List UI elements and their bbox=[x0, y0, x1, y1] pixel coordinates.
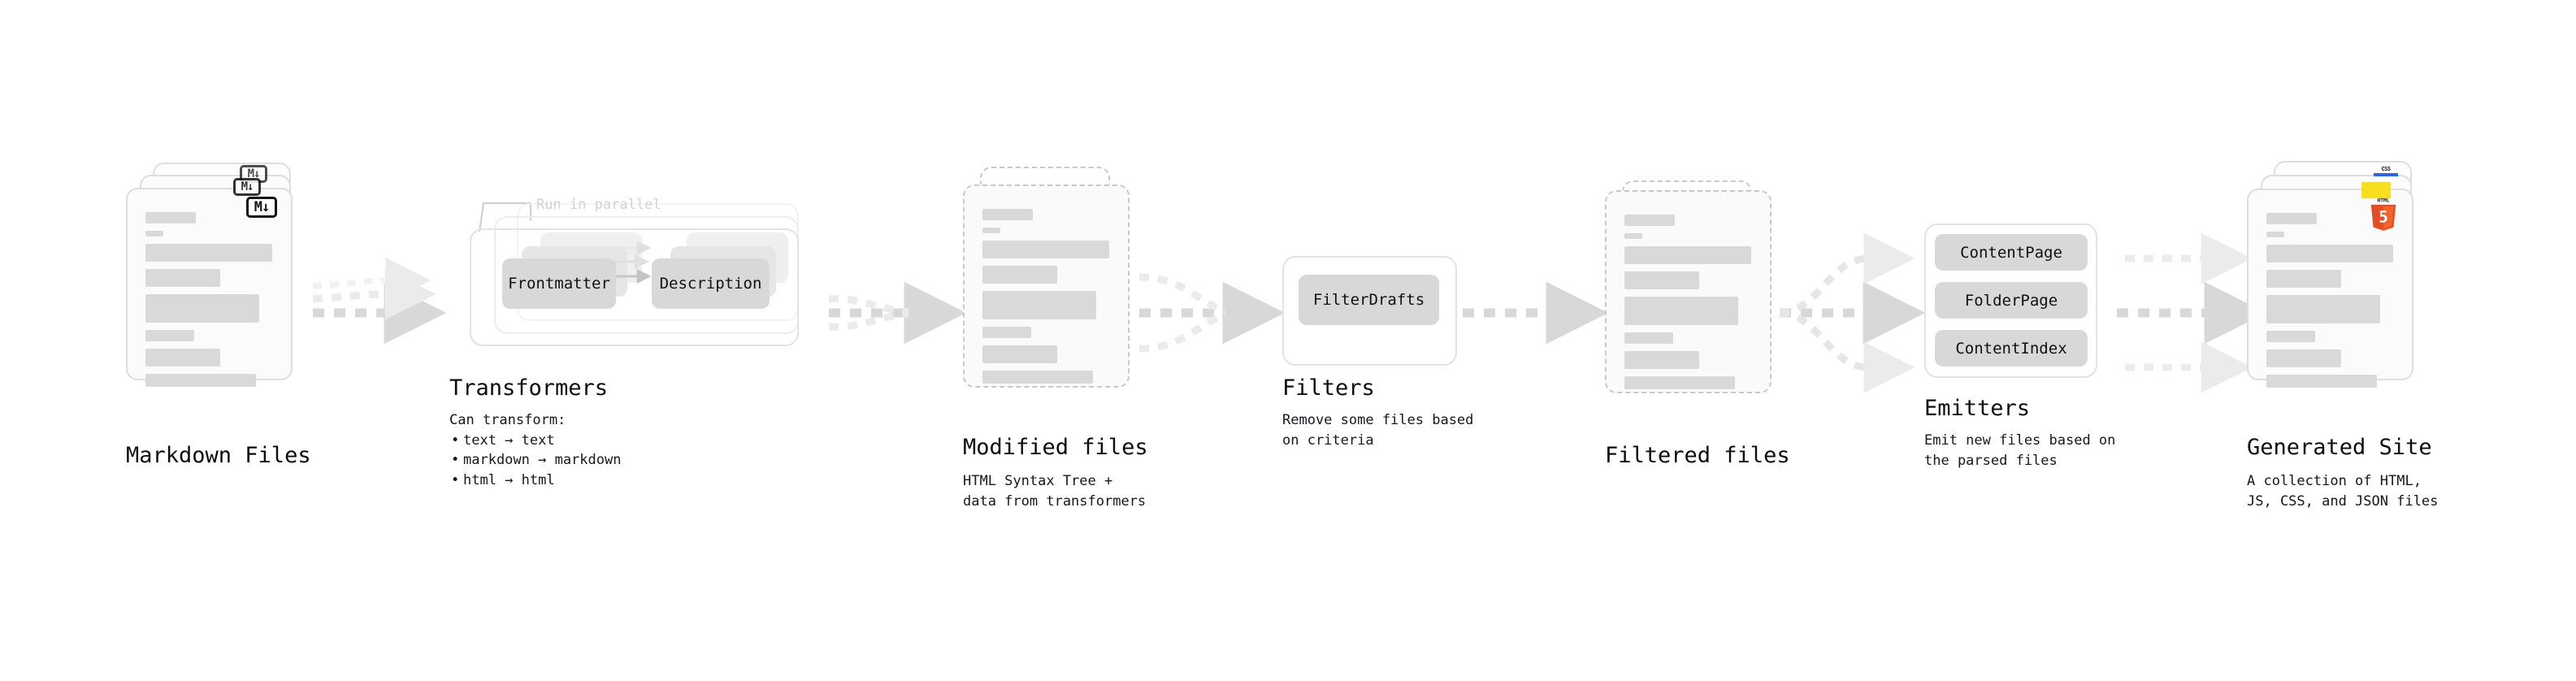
html5-icon: HTML 5 bbox=[2369, 197, 2398, 231]
connector-emitters-to-site bbox=[2117, 232, 2267, 393]
file-card-bars bbox=[982, 209, 1110, 391]
transformers-capability-item: html → html bbox=[451, 471, 718, 491]
emitter-pill-label-contentindex: ContentIndex bbox=[1955, 339, 2067, 358]
connector-transformers-to-modified bbox=[828, 281, 967, 345]
transformers-capability-item: text → text bbox=[451, 431, 718, 451]
filter-pill-filterdrafts[interactable]: FilterDrafts bbox=[1299, 275, 1439, 325]
file-card-filtered bbox=[1605, 190, 1772, 393]
emitters-group bbox=[1924, 223, 2097, 378]
stage-title-generated-site: Generated Site bbox=[2247, 435, 2432, 460]
transformer-inner-arrows bbox=[609, 241, 652, 284]
transformer-group bbox=[470, 228, 799, 346]
file-card-bars bbox=[1624, 215, 1752, 397]
html5-icon-number: 5 bbox=[2379, 207, 2388, 226]
file-card-bars bbox=[2266, 213, 2394, 395]
markdown-icon-label: M↓ bbox=[254, 198, 271, 215]
css-icon-label: CSS bbox=[2381, 166, 2391, 172]
file-card-bars bbox=[145, 212, 273, 394]
modified-files-stack bbox=[963, 167, 1158, 427]
transformers-capability-list: text → text markdown → markdown html → h… bbox=[449, 431, 718, 491]
transformer-pill-label-description: Description bbox=[659, 275, 762, 293]
transformer-pill-frontmatter[interactable]: Frontmatter bbox=[502, 258, 616, 309]
stage-desc-modified-files: HTML Syntax Tree + data from transformer… bbox=[963, 473, 1147, 510]
run-in-parallel-annotation: Run in parallel bbox=[536, 197, 661, 213]
filters-group bbox=[1282, 256, 1457, 366]
css-icon: CSS bbox=[2374, 167, 2398, 178]
stage-desc-filters: Remove some files based on criteria bbox=[1282, 412, 1474, 449]
file-card-markdown bbox=[126, 188, 293, 387]
html5-icon-wordmark: HTML bbox=[2378, 197, 2390, 203]
transformer-pill-description[interactable]: Description bbox=[652, 258, 770, 309]
stage-title-filters: Filters bbox=[1282, 375, 1375, 401]
connector-markdown-to-transformers bbox=[312, 258, 447, 345]
markdown-icon-label-back: M↓ bbox=[247, 167, 261, 180]
css-icon-rule bbox=[2374, 173, 2398, 176]
emitter-pill-folderpage[interactable]: FolderPage bbox=[1935, 282, 2088, 319]
markdown-files-stack: M↓ M↓ M↓ bbox=[126, 163, 321, 423]
file-card-html bbox=[2247, 189, 2413, 388]
stage-title-transformers: Transformers bbox=[449, 375, 609, 401]
stage-title-modified-files: Modified files bbox=[963, 435, 1148, 460]
markdown-icon-label-mid: M↓ bbox=[241, 180, 254, 193]
transformer-pill-label-frontmatter: Frontmatter bbox=[508, 275, 610, 293]
transformers-desc-lead: Can transform: bbox=[449, 412, 566, 428]
markdown-icon: M↓ bbox=[246, 197, 277, 218]
emitter-pill-label-contentpage: ContentPage bbox=[1960, 243, 2062, 262]
filter-pill-label-filterdrafts: FilterDrafts bbox=[1312, 291, 1425, 309]
markdown-icon-mid: M↓ bbox=[233, 178, 261, 196]
stage-title-markdown-files: Markdown Files bbox=[126, 443, 311, 468]
transformers-stack: Frontmatter Description bbox=[447, 203, 829, 358]
filtered-files-stack bbox=[1605, 180, 1800, 440]
stage-desc-transformers: Can transform: text → text markdown → ma… bbox=[449, 410, 718, 491]
emitter-pill-contentpage[interactable]: ContentPage bbox=[1935, 234, 2088, 271]
file-card-modified bbox=[963, 184, 1130, 388]
html5-icon-svg: HTML 5 bbox=[2370, 197, 2396, 231]
js-icon bbox=[2361, 182, 2391, 198]
stage-title-emitters: Emitters bbox=[1924, 396, 2031, 421]
filters-stack: FilterDrafts bbox=[1282, 256, 1469, 374]
stage-desc-emitters: Emit new files based on the parsed files bbox=[1924, 432, 2116, 469]
emitter-pill-contentindex[interactable]: ContentIndex bbox=[1935, 330, 2088, 367]
emitters-stack: ContentPage FolderPage ContentIndex bbox=[1924, 223, 2127, 410]
emitter-pill-label-folderpage: FolderPage bbox=[1964, 291, 2058, 310]
transformers-capability-item: markdown → markdown bbox=[451, 450, 718, 471]
stage-desc-generated-site: A collection of HTML, JS, CSS, and JSON … bbox=[2247, 473, 2439, 510]
stage-title-filtered-files: Filtered files bbox=[1605, 443, 1790, 468]
generated-site-stack: CSS HTML 5 bbox=[2247, 161, 2458, 429]
